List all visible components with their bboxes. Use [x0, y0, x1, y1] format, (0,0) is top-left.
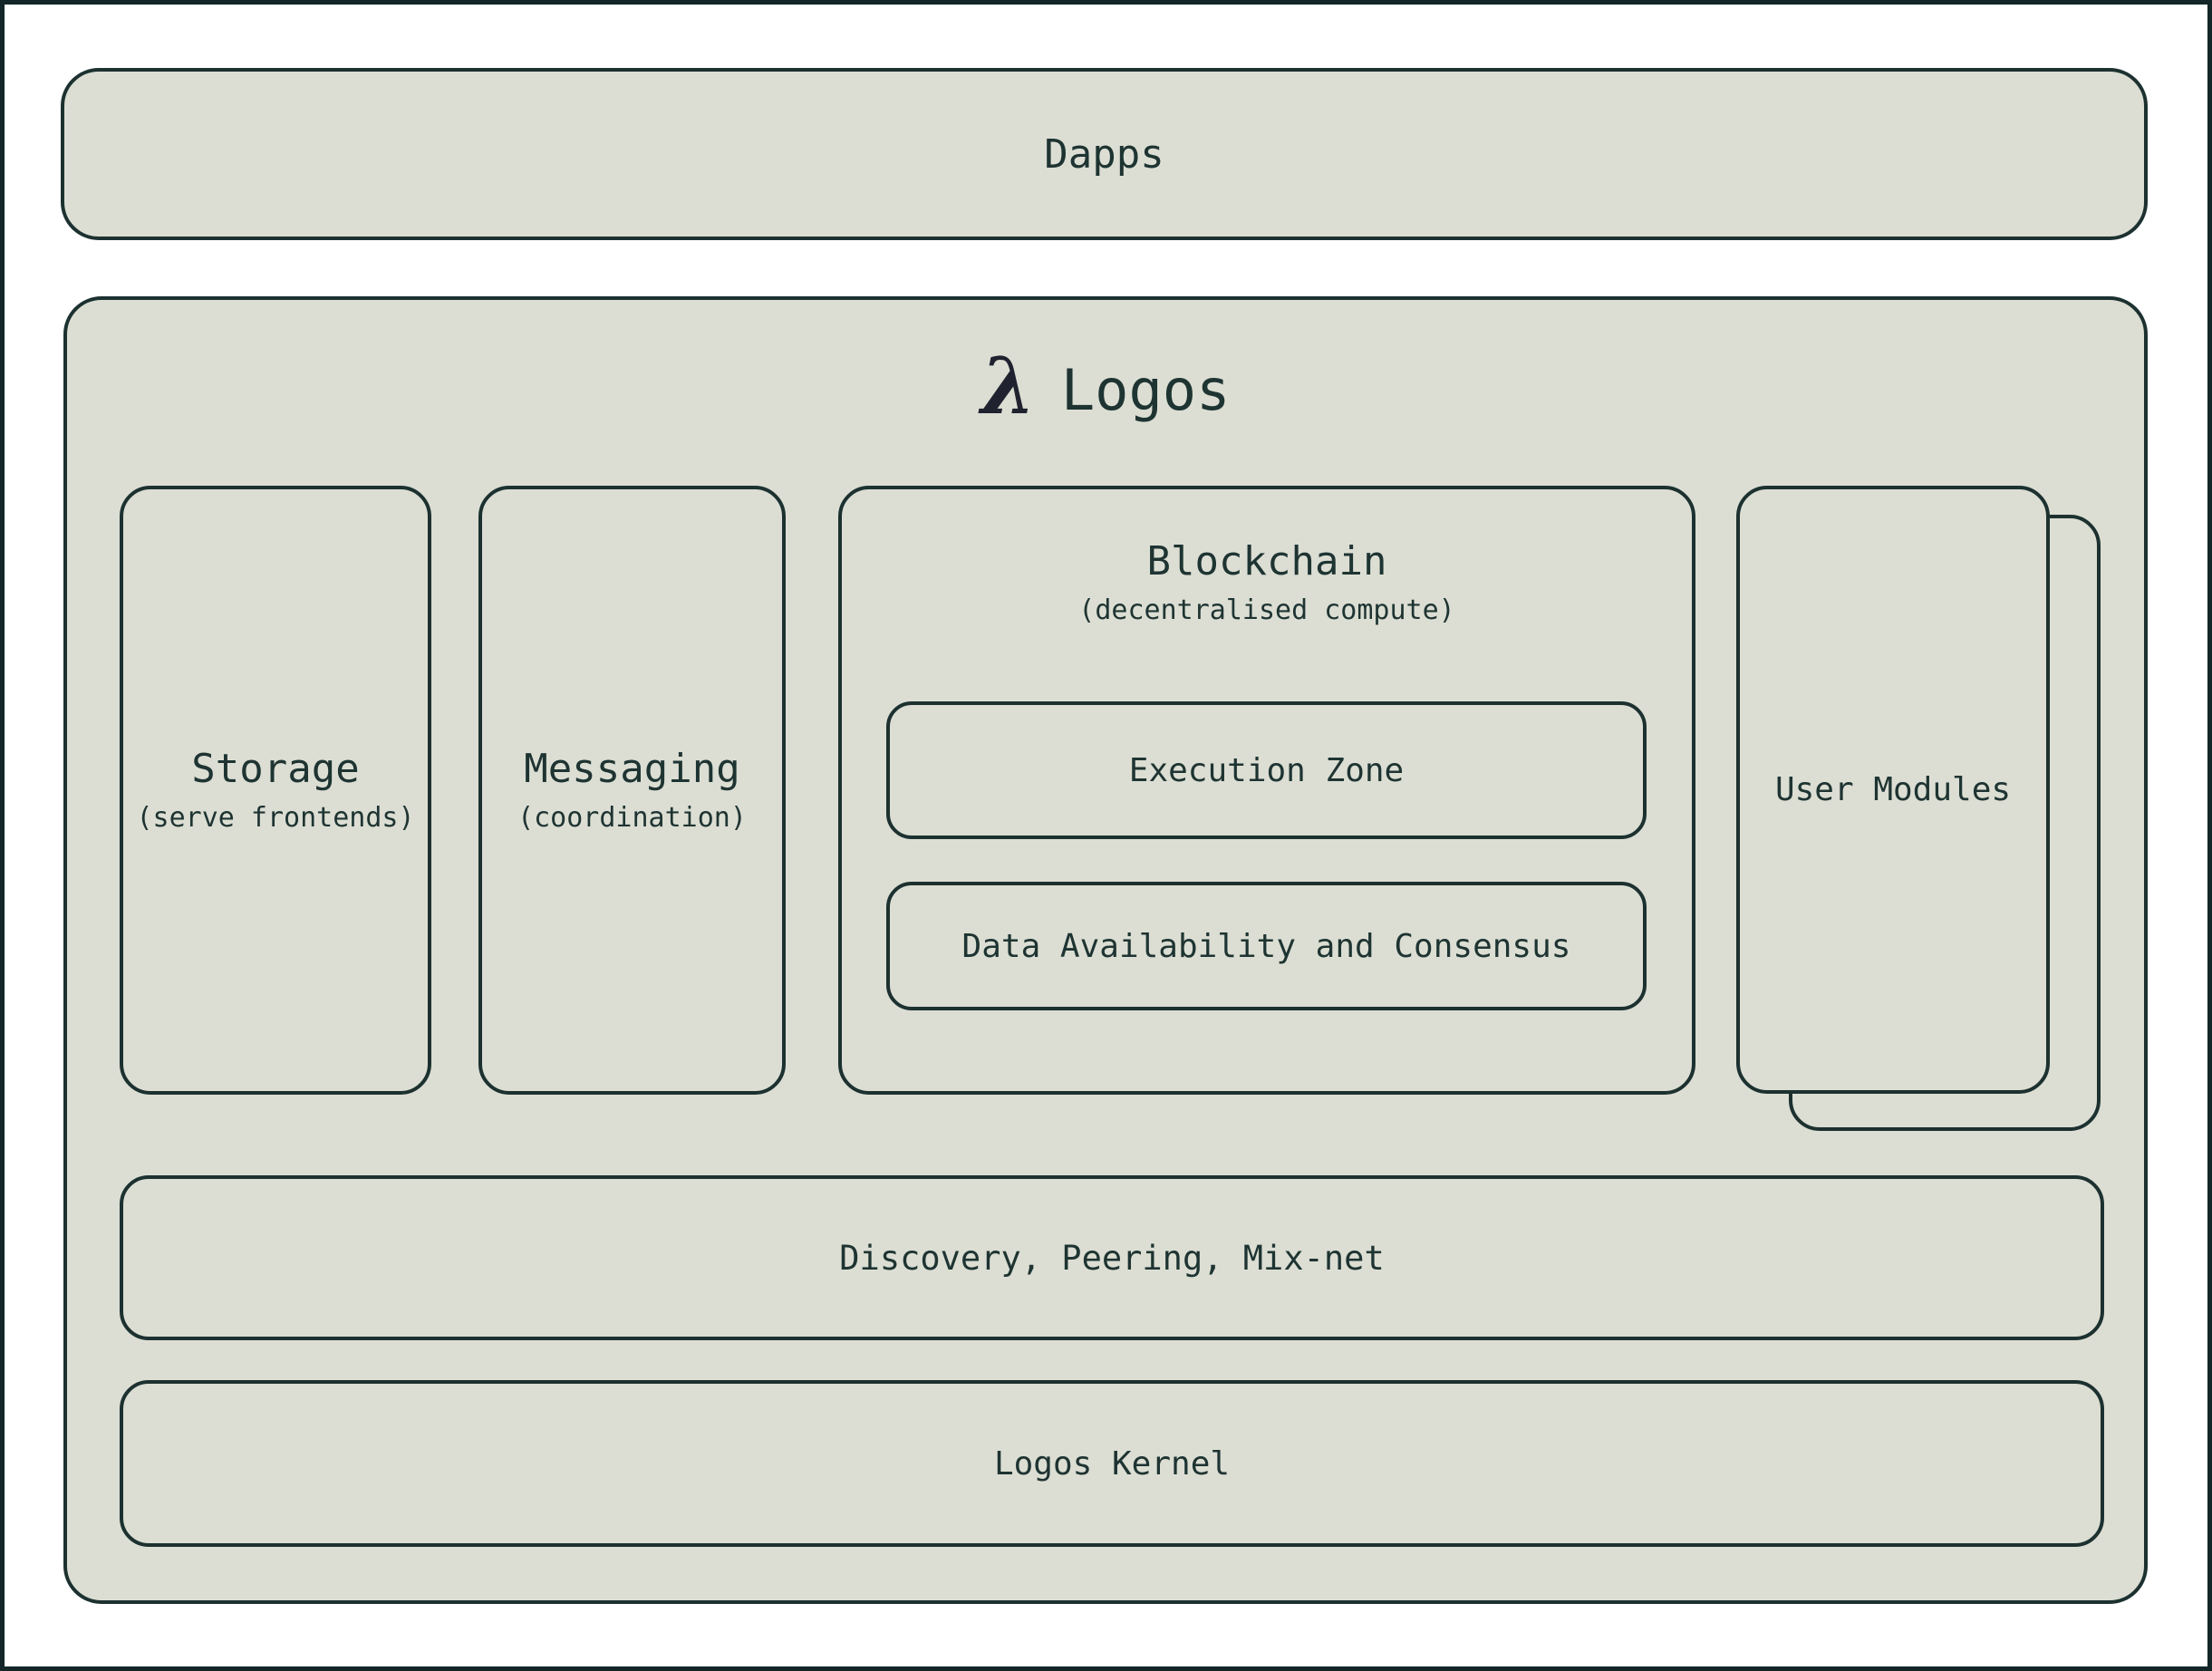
data-availability-box: Data Availability and Consensus: [886, 882, 1647, 1010]
blockchain-box: Blockchain (decentralised compute) Execu…: [838, 486, 1695, 1095]
storage-box: Storage (serve frontends): [120, 486, 431, 1095]
logos-title: λ Logos: [67, 343, 2144, 438]
data-availability-label: Data Availability and Consensus: [961, 927, 1571, 965]
blockchain-label: Blockchain: [1146, 538, 1387, 584]
dapps-label: Dapps: [1044, 130, 1164, 178]
execution-zone-label: Execution Zone: [1128, 751, 1405, 789]
execution-zone-box: Execution Zone: [886, 701, 1647, 839]
network-layer-box: Discovery, Peering, Mix-net: [120, 1175, 2104, 1340]
blockchain-sublabel: (decentralised compute): [1078, 594, 1455, 627]
dapps-box: Dapps: [61, 68, 2148, 240]
user-modules-label: User Modules: [1774, 771, 2012, 808]
logos-kernel-box: Logos Kernel: [120, 1380, 2104, 1547]
user-modules-box: User Modules: [1736, 486, 2050, 1094]
storage-sublabel: (serve frontends): [136, 802, 415, 835]
network-layer-label: Discovery, Peering, Mix-net: [839, 1238, 1385, 1278]
logos-title-label: Logos: [1060, 357, 1231, 423]
messaging-label: Messaging: [524, 745, 740, 792]
messaging-sublabel: (coordination): [517, 802, 747, 835]
lambda-icon: λ: [980, 341, 1036, 433]
messaging-box: Messaging (coordination): [478, 486, 786, 1095]
logos-kernel-label: Logos Kernel: [993, 1444, 1231, 1483]
blockchain-header: Blockchain (decentralised compute): [842, 538, 1692, 627]
storage-label: Storage: [191, 745, 360, 792]
logos-container: λ Logos Storage (serve frontends) Messag…: [63, 296, 2148, 1604]
